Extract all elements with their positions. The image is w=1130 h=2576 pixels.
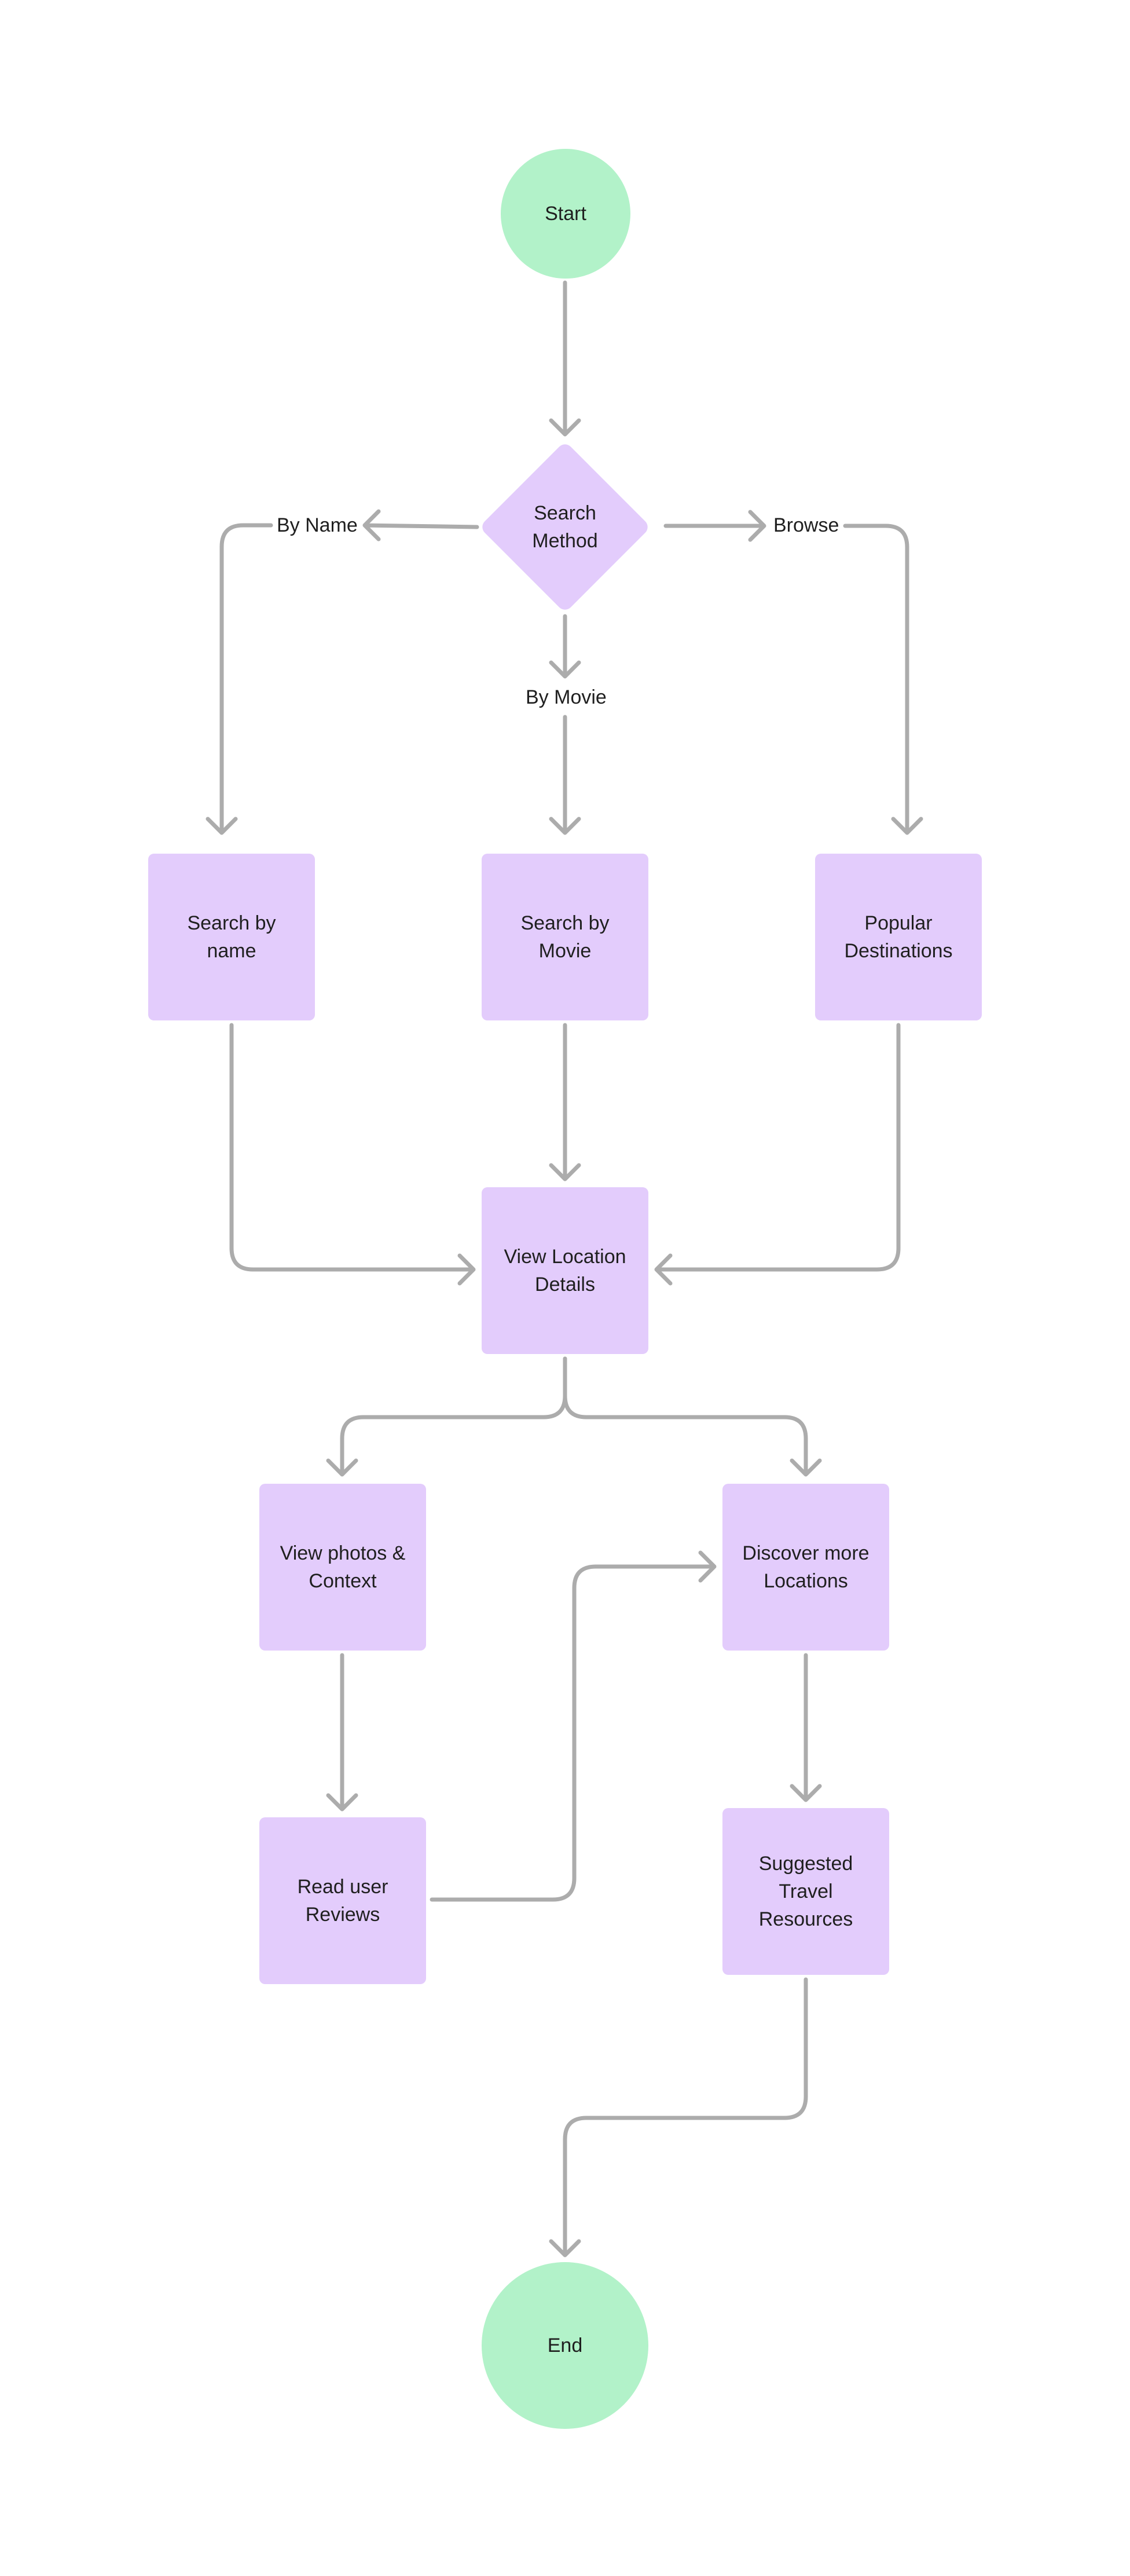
edge-search-method-to-by-name-label [362, 509, 479, 541]
search-by-movie-node: Search by Movie [482, 854, 648, 1020]
edge-view-photos-to-read-reviews [326, 1653, 358, 1812]
read-user-reviews-node: Read user Reviews [259, 1817, 426, 1984]
popular-destinations-label: Popular Destinations [844, 912, 953, 962]
edge-label-by-name: By Name [273, 514, 361, 537]
search-by-name-node: Search by name [148, 854, 315, 1020]
edge-by-movie-label-to-search-by-movie [549, 715, 581, 835]
popular-destinations-node: Popular Destinations [815, 854, 982, 1020]
edge-discover-more-to-suggested-resources [790, 1653, 822, 1802]
suggested-travel-resources-label: Suggested Travel Resources [758, 1853, 853, 1930]
edge-browse-label-to-popular-destinations [843, 524, 923, 835]
edge-search-method-to-by-movie-label [549, 614, 581, 679]
view-location-details-node: View Location Details [482, 1187, 648, 1354]
search-by-movie-label: Search by Movie [520, 912, 610, 962]
edge-suggested-resources-to-end [549, 1977, 808, 2257]
end-label: End [547, 2334, 583, 2357]
edge-read-reviews-to-discover-more [430, 1550, 717, 1902]
view-photos-context-label: View photos & Context [280, 1542, 406, 1592]
start-node: Start [501, 149, 630, 279]
search-method-label: Search Method [532, 502, 598, 552]
read-user-reviews-label: Read user Reviews [297, 1876, 388, 1926]
edge-view-location-details-to-view-photos [326, 1356, 567, 1477]
search-method-decision: Search Method [479, 441, 651, 613]
edge-search-method-to-browse-label [663, 510, 766, 542]
search-by-name-label: Search by name [187, 912, 276, 962]
view-photos-context-node: View photos & Context [259, 1484, 426, 1651]
edge-search-by-name-to-view-location-details [229, 1023, 476, 1286]
edge-label-by-movie: By Movie [522, 686, 610, 709]
discover-more-locations-label: Discover more Locations [742, 1542, 869, 1592]
edge-view-location-details-to-discover-more [563, 1356, 822, 1477]
start-label: Start [545, 203, 586, 225]
end-node: End [482, 2262, 648, 2429]
edge-popular-destinations-to-view-location-details [654, 1023, 901, 1286]
edge-by-name-label-to-search-by-name [206, 523, 273, 835]
edge-search-by-movie-to-view-location-details [549, 1023, 581, 1181]
discover-more-locations-node: Discover more Locations [722, 1484, 889, 1651]
suggested-travel-resources-node: Suggested Travel Resources [722, 1808, 889, 1975]
edge-start-to-search-method [549, 280, 581, 437]
edge-label-browse: Browse [770, 514, 843, 537]
view-location-details-label: View Location Details [504, 1246, 626, 1296]
